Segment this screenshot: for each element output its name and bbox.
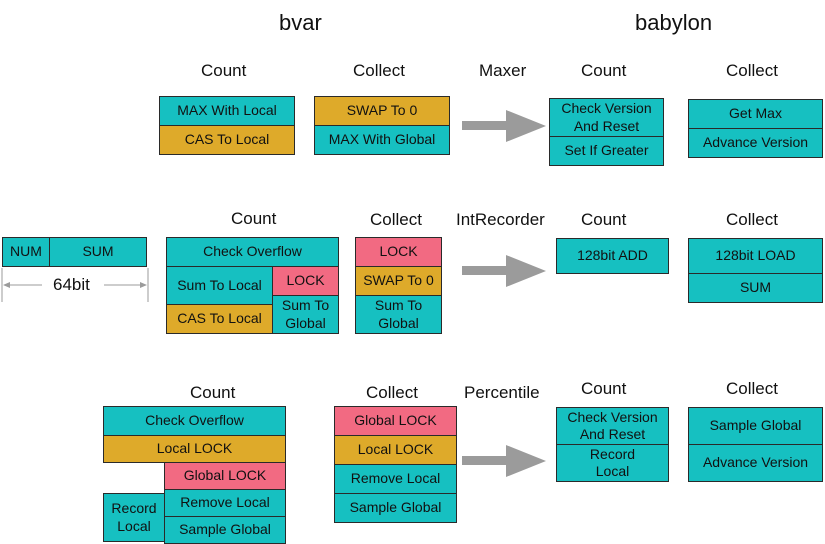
collect-lock-box: LOCK bbox=[355, 237, 442, 267]
sum-to-global-box: Sum To Global bbox=[272, 295, 339, 334]
swap-to-0-box: SWAP To 0 bbox=[314, 96, 450, 126]
record-local-box: Record Local bbox=[103, 493, 165, 542]
check-overflow-box-2: Check Overflow bbox=[103, 406, 286, 436]
cas-to-local-box-2: CAS To Local bbox=[166, 304, 273, 334]
collect-remove-local-box: Remove Local bbox=[334, 464, 457, 494]
num-field-box: NUM bbox=[2, 237, 50, 267]
cas-to-local-box: CAS To Local bbox=[159, 125, 295, 155]
record-local-box-2: Record Local bbox=[556, 444, 669, 482]
64bit-label: 64bit bbox=[53, 275, 90, 294]
check-overflow-box: Check Overflow bbox=[166, 237, 339, 267]
collect-global-lock-box: Global LOCK bbox=[334, 406, 457, 436]
row1-babylon-collect-label: Collect bbox=[726, 61, 778, 80]
sample-global-box-2: Sample Global bbox=[688, 407, 823, 445]
advance-version-box: Advance Version bbox=[688, 128, 823, 158]
bvar-header: bvar bbox=[279, 10, 322, 35]
babylon-header: babylon bbox=[635, 10, 713, 35]
local-lock-box: Local LOCK bbox=[103, 435, 286, 463]
maxer-arrow-icon bbox=[462, 110, 546, 142]
percentile-arrow-icon bbox=[462, 445, 546, 477]
row2-collect-label: Collect bbox=[370, 210, 422, 229]
row3-count-label: Count bbox=[190, 383, 236, 402]
lock-box: LOCK bbox=[272, 266, 339, 296]
set-if-greater-box: Set If Greater bbox=[549, 136, 664, 166]
sum-box: SUM bbox=[688, 273, 823, 303]
row3-collect-label: Collect bbox=[366, 383, 418, 402]
128bit-add-box: 128bit ADD bbox=[556, 238, 669, 274]
sum-field-box: SUM bbox=[49, 237, 147, 267]
maxer-label: Maxer bbox=[479, 61, 527, 80]
max-with-local-box: MAX With Local bbox=[159, 96, 295, 126]
row3-babylon-collect-label: Collect bbox=[726, 379, 778, 398]
intrecorder-arrow-icon bbox=[462, 255, 546, 287]
intrecorder-label: IntRecorder bbox=[456, 210, 545, 229]
max-with-global-box: MAX With Global bbox=[314, 125, 450, 155]
collect-sum-to-global-box: Sum To Global bbox=[355, 295, 442, 334]
width-dimension-icon bbox=[1, 268, 149, 302]
percentile-label: Percentile bbox=[464, 383, 540, 402]
row1-babylon-count-label: Count bbox=[581, 61, 627, 80]
collect-swap-to-0-box: SWAP To 0 bbox=[355, 266, 442, 296]
row2-babylon-collect-label: Collect bbox=[726, 210, 778, 229]
row1-count-label: Count bbox=[201, 61, 247, 80]
advance-version-box-2: Advance Version bbox=[688, 444, 823, 482]
check-version-and-reset-box: Check Version And Reset bbox=[549, 98, 664, 137]
sample-global-box: Sample Global bbox=[164, 516, 286, 544]
128bit-load-box: 128bit LOAD bbox=[688, 238, 823, 274]
collect-local-lock-box: Local LOCK bbox=[334, 435, 457, 465]
sum-to-local-box: Sum To Local bbox=[166, 266, 273, 305]
row3-babylon-count-label: Count bbox=[581, 379, 627, 398]
remove-local-box: Remove Local bbox=[164, 489, 286, 517]
get-max-box: Get Max bbox=[688, 99, 823, 129]
check-version-and-reset-box-2: Check Version And Reset bbox=[556, 407, 669, 445]
global-lock-box: Global LOCK bbox=[164, 462, 286, 490]
row2-babylon-count-label: Count bbox=[581, 210, 627, 229]
row2-count-label: Count bbox=[231, 209, 277, 228]
collect-sample-global-box: Sample Global bbox=[334, 493, 457, 523]
row1-collect-label: Collect bbox=[353, 61, 405, 80]
